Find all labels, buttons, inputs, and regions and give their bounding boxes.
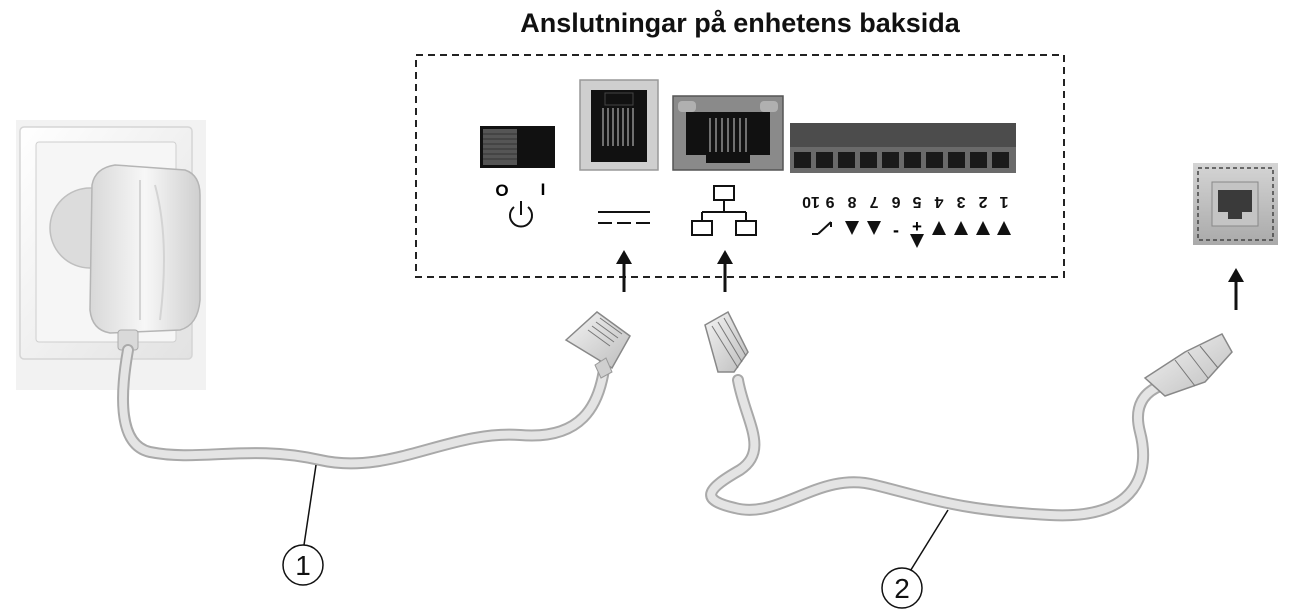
pin-label-6: 6 bbox=[891, 193, 900, 210]
input-triangle-icons bbox=[845, 221, 1011, 248]
pin-label-4: 4 bbox=[934, 193, 943, 210]
pin-label-5: 5 bbox=[912, 193, 921, 210]
minus-sign: - bbox=[893, 220, 899, 240]
arrow-to-network-port bbox=[717, 250, 733, 292]
triangle-up-icon bbox=[997, 221, 1011, 235]
relay-contact-icon bbox=[812, 221, 832, 235]
triangle-up-icon bbox=[976, 221, 990, 235]
rj45-connector-left bbox=[704, 310, 749, 373]
pin-label-9: 9 bbox=[825, 193, 834, 210]
rear-panel-frame bbox=[415, 54, 1065, 278]
switch-off-mark: O bbox=[495, 181, 508, 200]
terminal-block bbox=[790, 123, 1016, 173]
callout-2-circle bbox=[881, 567, 923, 609]
triangle-down-icon bbox=[910, 234, 924, 248]
pin-label-7: 7 bbox=[869, 193, 878, 210]
callout-1-leader bbox=[303, 464, 317, 546]
triangle-up-icon bbox=[932, 221, 946, 235]
triangle-down-icon bbox=[845, 221, 859, 235]
power-switch-icon bbox=[480, 126, 555, 168]
triangle-down-icon bbox=[867, 221, 881, 235]
triangle-up-icon bbox=[954, 221, 968, 235]
rj45-connector-right bbox=[1143, 333, 1233, 397]
pin-label-3: 3 bbox=[956, 193, 965, 210]
callout-1-circle bbox=[282, 544, 324, 586]
cable-1-dc bbox=[117, 339, 612, 470]
plus-sign: + bbox=[912, 217, 922, 236]
pin-label-10: 10 bbox=[802, 193, 820, 210]
pin-label-2: 2 bbox=[978, 193, 987, 210]
callout-2: 2 bbox=[894, 573, 910, 604]
pin-label-1: 1 bbox=[999, 193, 1008, 210]
dc-power-symbol-icon bbox=[598, 211, 650, 224]
wall-network-jack bbox=[1193, 163, 1278, 245]
cable-2-network bbox=[705, 374, 1166, 522]
switch-on-mark: I bbox=[541, 180, 546, 199]
rj-connector-small bbox=[564, 311, 631, 379]
callout-1: 1 bbox=[295, 550, 311, 581]
arrow-to-dc-port bbox=[616, 250, 632, 292]
callout-2-leader bbox=[908, 509, 949, 574]
diagram-title: Anslutningar på enhetens baksida bbox=[520, 8, 960, 38]
power-standby-icon bbox=[509, 201, 533, 228]
network-port bbox=[672, 95, 784, 171]
terminal-pin-labels: 10 9 8 7 6 5 4 3 2 1 bbox=[802, 193, 1008, 210]
dc-power-port bbox=[579, 79, 659, 171]
network-lan-icon bbox=[691, 185, 757, 236]
arrow-to-wall-jack bbox=[1228, 268, 1244, 310]
power-adapter bbox=[89, 164, 201, 351]
pin-label-8: 8 bbox=[847, 193, 856, 210]
